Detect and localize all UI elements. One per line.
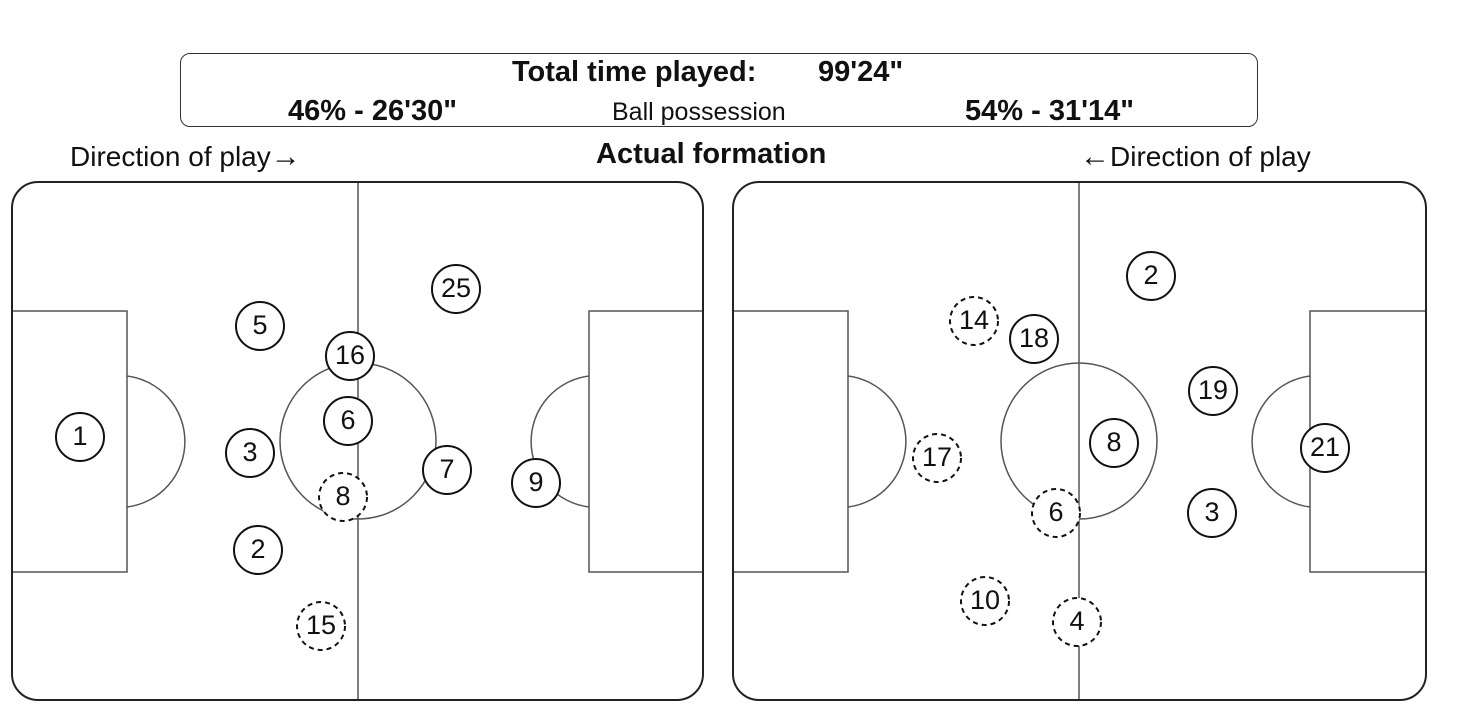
- direction-of-play-left: Direction of play→: [70, 140, 301, 174]
- possession-left-value: 46% - 26'30": [288, 95, 457, 127]
- player-number: 10: [970, 585, 1000, 615]
- player-circle: [1187, 488, 1237, 538]
- player-circle: [296, 601, 346, 651]
- player-marker-left-3: 3: [225, 428, 275, 478]
- player-marker-right-4: 4: [1052, 597, 1102, 647]
- player-number: 19: [1198, 375, 1228, 405]
- player-marker-right-21: 21: [1300, 423, 1350, 473]
- player-marker-left-5: 5: [235, 301, 285, 351]
- player-circle: [1126, 251, 1176, 301]
- player-marker-left-2: 2: [233, 525, 283, 575]
- player-number: 8: [335, 481, 350, 511]
- player-circle: [1052, 597, 1102, 647]
- player-number: 2: [250, 534, 265, 564]
- player-circle: [323, 396, 373, 446]
- possession-label: Ball possession: [612, 98, 786, 126]
- player-circle: [511, 458, 561, 508]
- player-number: 21: [1310, 432, 1340, 462]
- arrow-left-icon: ←: [1080, 140, 1110, 173]
- player-marker-left-1: 1: [55, 412, 105, 462]
- player-circle: [960, 576, 1010, 626]
- player-circle: [431, 264, 481, 314]
- player-marker-right-6: 6: [1031, 488, 1081, 538]
- total-time-value: 99'24": [818, 56, 904, 88]
- pitch-left-outline: [11, 181, 704, 701]
- player-number: 4: [1069, 606, 1084, 636]
- player-marker-right-2: 2: [1126, 251, 1176, 301]
- player-number: 5: [252, 310, 267, 340]
- player-circle: [233, 525, 283, 575]
- player-marker-left-25: 25: [431, 264, 481, 314]
- player-number: 3: [242, 437, 257, 467]
- direction-of-play-right: ←Direction of play: [1080, 140, 1311, 174]
- pitch-left-penalty-arc-right: [530, 375, 590, 508]
- pitch-right-penalty-arc-left: [847, 375, 907, 508]
- player-circle: [235, 301, 285, 351]
- match-summary-box: [180, 53, 1258, 127]
- player-number: 17: [922, 442, 952, 472]
- player-circle: [225, 428, 275, 478]
- pitch-right-penalty-area-left: [734, 310, 849, 573]
- player-number: 25: [441, 273, 471, 303]
- player-circle: [1009, 314, 1059, 364]
- player-marker-left-16: 16: [325, 331, 375, 381]
- player-number: 9: [528, 467, 543, 497]
- player-marker-right-19: 19: [1188, 366, 1238, 416]
- player-circle: [1188, 366, 1238, 416]
- player-number: 1: [72, 421, 87, 451]
- pitch-left-penalty-area-right: [588, 310, 702, 573]
- pitch-left-penalty-area-left: [13, 310, 128, 573]
- player-marker-left-8: 8: [318, 472, 368, 522]
- player-circle: [422, 445, 472, 495]
- player-marker-right-3: 3: [1187, 488, 1237, 538]
- player-number: 6: [1048, 497, 1063, 527]
- player-circle: [1300, 423, 1350, 473]
- player-marker-right-17: 17: [912, 433, 962, 483]
- player-number: 14: [959, 305, 989, 335]
- formation-title: Actual formation: [596, 138, 827, 170]
- player-circle: [318, 472, 368, 522]
- player-circle: [1031, 488, 1081, 538]
- player-circle: [949, 296, 999, 346]
- player-number: 3: [1204, 497, 1219, 527]
- player-marker-left-6: 6: [323, 396, 373, 446]
- pitch-right-outline: [732, 181, 1427, 701]
- player-circle: [1089, 418, 1139, 468]
- direction-left-label: Direction of play: [70, 141, 271, 172]
- player-number: 18: [1019, 323, 1049, 353]
- player-number: 8: [1106, 427, 1121, 457]
- player-circle: [55, 412, 105, 462]
- player-marker-right-14: 14: [949, 296, 999, 346]
- player-circle: [912, 433, 962, 483]
- possession-right-value: 54% - 31'14": [965, 95, 1134, 127]
- player-number: 2: [1143, 260, 1158, 290]
- player-marker-left-7: 7: [422, 445, 472, 495]
- player-number: 7: [439, 454, 454, 484]
- pitch-left-penalty-arc-left: [126, 375, 186, 508]
- player-marker-right-10: 10: [960, 576, 1010, 626]
- player-marker-left-15: 15: [296, 601, 346, 651]
- player-marker-right-8: 8: [1089, 418, 1139, 468]
- player-number: 6: [340, 405, 355, 435]
- total-time-label: Total time played:: [512, 56, 757, 88]
- direction-right-label: Direction of play: [1110, 141, 1311, 172]
- player-number: 15: [306, 610, 336, 640]
- player-number: 16: [335, 340, 365, 370]
- pitch-right-penalty-arc-right: [1251, 375, 1311, 508]
- player-circle: [325, 331, 375, 381]
- arrow-right-icon: →: [270, 140, 301, 173]
- player-marker-left-9: 9: [511, 458, 561, 508]
- player-marker-right-18: 18: [1009, 314, 1059, 364]
